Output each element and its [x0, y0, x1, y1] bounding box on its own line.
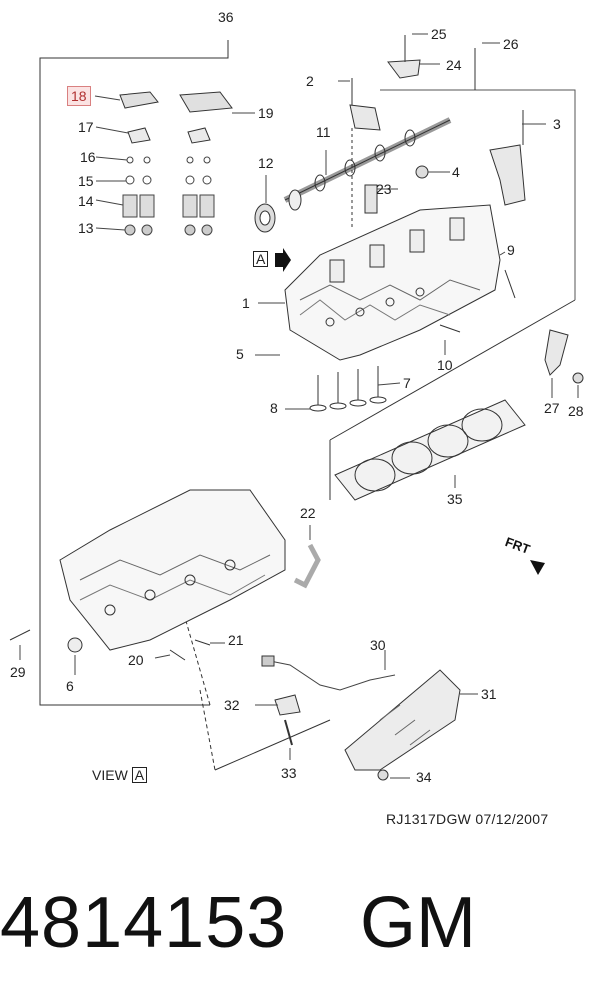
callout-18-highlighted: 18	[67, 86, 91, 106]
callout-7: 7	[403, 375, 411, 391]
callout-35: 35	[447, 491, 463, 507]
reference-code: RJ1317DGW 07/12/2007	[386, 811, 549, 827]
callout-13: 13	[78, 220, 94, 236]
callout-21: 21	[228, 632, 244, 648]
front-arrow	[530, 560, 545, 575]
view-a-arrow	[275, 248, 291, 272]
callout-34: 34	[416, 769, 432, 785]
callout-25: 25	[431, 26, 447, 42]
callout-11: 11	[316, 124, 331, 140]
callout-36: 36	[218, 9, 234, 25]
callout-3: 3	[553, 116, 561, 132]
callout-12: 12	[258, 155, 274, 171]
frame-outline	[39, 40, 229, 706]
rocker-arm-19	[179, 91, 233, 113]
callout-9: 9	[507, 242, 515, 258]
callout-33: 33	[281, 765, 297, 781]
callout-27: 27	[544, 400, 560, 416]
callout-29: 29	[10, 664, 26, 680]
callout-15: 15	[78, 173, 94, 189]
exploded-parts-diagram	[9, 33, 584, 781]
view-label-text: VIEW	[92, 767, 128, 783]
pipe-22	[293, 543, 321, 589]
bracket-24	[387, 59, 421, 79]
camshaft	[283, 117, 452, 211]
view-label-letter: A	[131, 767, 148, 783]
callout-24: 24	[446, 57, 462, 73]
valves	[309, 366, 387, 412]
heat-shield	[344, 669, 461, 771]
callout-8: 8	[270, 400, 278, 416]
callout-32: 32	[224, 697, 240, 713]
cylinder-head-upper	[284, 204, 501, 361]
callout-1: 1	[242, 295, 250, 311]
head-gasket	[334, 399, 526, 501]
cylinder-head-lower	[59, 489, 286, 651]
valve-springs	[122, 156, 215, 236]
callout-2: 2	[306, 73, 314, 89]
bracket-3	[489, 144, 526, 206]
view-a-marker: A	[253, 251, 269, 267]
callout-4: 4	[452, 164, 460, 180]
callout-31: 31	[481, 686, 497, 702]
bracket-27	[544, 329, 569, 376]
callout-6: 6	[66, 678, 74, 694]
callout-22: 22	[300, 505, 316, 521]
callout-20: 20	[128, 652, 144, 668]
callout-14: 14	[78, 193, 94, 209]
callout-19: 19	[258, 105, 274, 121]
callout-26: 26	[503, 36, 519, 52]
callout-28: 28	[568, 403, 584, 419]
callout-17: 17	[78, 119, 94, 135]
rocker-arm-18	[119, 91, 159, 109]
callout-30: 30	[370, 637, 386, 653]
callout-23: 23	[376, 181, 392, 197]
callout-5: 5	[236, 346, 244, 362]
callout-10: 10	[437, 357, 453, 373]
brand-name: GM	[360, 883, 476, 963]
callout-16: 16	[80, 149, 96, 165]
part-number: 4814153	[0, 883, 288, 963]
